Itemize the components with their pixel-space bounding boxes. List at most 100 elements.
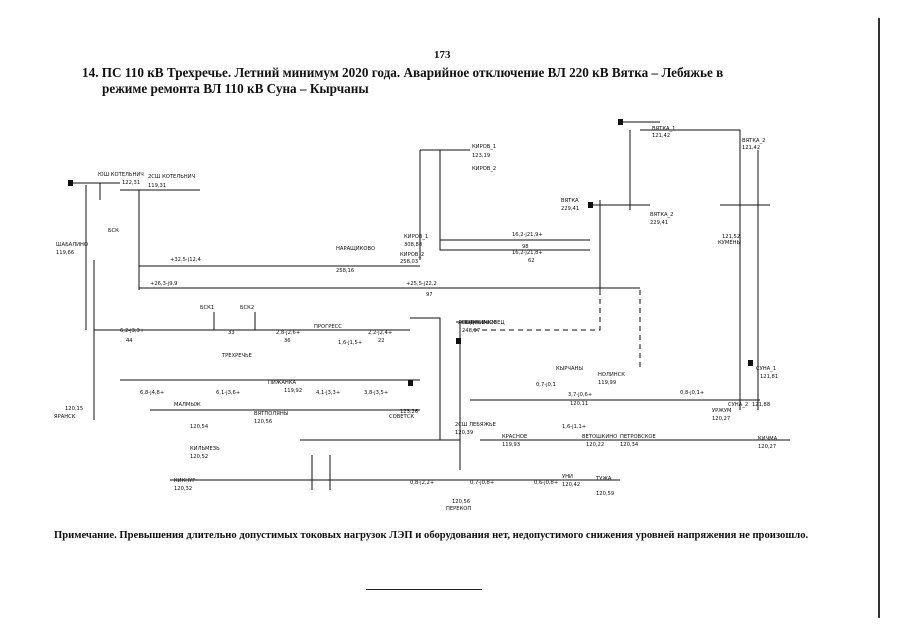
label-flow-12: 6,8-j4,8+: [140, 390, 164, 396]
label-podosinovets: ПОДОСИНОВЕЦ: [462, 320, 504, 326]
label-petrovskoe: ПЕТРОВСКОЕ: [620, 434, 656, 440]
label-flow-17: 1,6-j1,1+: [562, 424, 586, 430]
label-kumeny: КУМЕНЫ: [718, 240, 741, 246]
line-top-right: [640, 129, 741, 410]
label-suna2: СУНА_2: [728, 402, 748, 408]
label-shabalino: ШАБАЛИНО: [56, 242, 88, 248]
label-kirov2: КИРОВ_2: [472, 166, 496, 172]
label-perekop: ПЕРЕКОП: [446, 506, 471, 512]
label-flow-16: 0,8-j0,1+: [680, 390, 704, 396]
bsk-stem-2: [311, 455, 331, 490]
label-vyatka2: ВЯТКА_2: [742, 138, 765, 144]
label-flow-14: 4,1-j3,3+: [316, 390, 340, 396]
label-trehreche: ТРЕХРЕЧЬЕ: [221, 353, 252, 359]
footer-rule: [366, 589, 482, 590]
label-flow-8: +32,5-j12,4: [170, 257, 201, 263]
label-vetoshkino: ВЕТОШКИНО: [582, 434, 617, 440]
bsk-stem-1: [213, 312, 256, 330]
label-line-62: 62: [528, 258, 535, 264]
label-vyatpol-v: 120,56: [254, 419, 272, 425]
label-bsk1: БСК1: [200, 305, 214, 311]
label-flow-1: 6,2-j3,3+: [120, 328, 144, 334]
label-narashka: НАРАЩИКОВО: [336, 246, 375, 252]
label-nolinsk: НОЛИНСК: [598, 372, 625, 378]
label-flow-13: 6,1-j3,6+: [216, 390, 240, 396]
label-bsk: БСК: [108, 228, 119, 234]
label-flow-15: 3,8-j3,5+: [364, 390, 388, 396]
label-lebyazhye-v: 248,97: [462, 328, 480, 334]
label-flow-3: 2,2-j2,4+: [368, 330, 392, 336]
line-kirov-right: [439, 150, 590, 251]
page-number: 173: [434, 49, 451, 61]
label-progress: ПРОГРЕСС: [314, 324, 342, 330]
label-flow-5: 16,2-j21,8+: [512, 250, 543, 256]
label-kotelnich-v: 122,31: [122, 180, 140, 186]
label-vyatka1-v: 121,42: [652, 133, 670, 139]
label-kirov1-v: 123,19: [472, 153, 490, 159]
footnote: Примечание. Превышения длительно допусти…: [54, 530, 809, 541]
label-sovetsk: СОВЕТСК: [389, 414, 414, 420]
label-uni-v: 120,42: [562, 482, 580, 488]
outage-line-220: [470, 290, 601, 331]
label-kirov-b: КИРОВ_2: [400, 252, 424, 258]
title-line-2: режиме ремонта ВЛ 110 кВ Суна – Кырчаны: [102, 81, 369, 96]
label-krasn-v: 119,93: [502, 442, 520, 448]
label-kirov-v: 308,88: [404, 242, 422, 248]
label-flow-20: 0,6-j0,8+: [534, 480, 558, 486]
label-lebyazh110-v: 120,39: [455, 430, 473, 436]
label-line-33: 33: [228, 330, 235, 336]
label-kirov: КИРОВ_1: [404, 234, 428, 240]
label-krasn: КРАСНОЕ: [502, 434, 527, 440]
label-vyatka1: ВЯТКА_1: [652, 126, 675, 132]
label-vyatka3: ВЯТКА_2: [650, 212, 673, 218]
label-kiknur: КИКНУР: [174, 478, 195, 484]
label-nolinsk-v: 119,99: [598, 380, 616, 386]
label-flow-11: 1,6-j1,5+: [338, 340, 362, 346]
label-kilmez: КИЛЬМЕЗЬ: [190, 446, 220, 452]
label-vyatka: ВЯТКА: [561, 198, 579, 204]
label-urzhum-v: 120,27: [712, 416, 730, 422]
label-lebyazh110: 2СШ ЛЕБЯЖЬЕ: [455, 422, 496, 428]
label-petrovskoe-v: 120,34: [620, 442, 639, 448]
label-pizhanka: ПИЖАНКА: [268, 380, 297, 386]
label-bsk2: БСК2: [240, 305, 254, 311]
label-malmyzh: МАЛМЫЖ: [174, 402, 201, 408]
label-kotelnich-2: 2СШ КОТЕЛЬНИЧ: [148, 174, 196, 180]
label-suna-v: 121,81: [760, 374, 778, 380]
label-kiknur-v: 120,32: [174, 486, 192, 492]
label-pizhanka-v: 119,92: [284, 388, 302, 394]
bus-kotelnich: [70, 182, 120, 200]
label-kumeny-v: 121,52: [722, 234, 740, 240]
label-kichma-v: 120,27: [758, 444, 776, 450]
label-shabalino-v: 119,66: [56, 250, 74, 256]
label-vyatka2-v: 121,42: [742, 145, 760, 151]
label-kichma: КИЧМА: [758, 436, 778, 442]
label-tuzha-v: 120,59: [596, 491, 614, 497]
label-urzhum: УРЖУМ: [712, 408, 732, 414]
label-suna2-v: 121,88: [752, 402, 770, 408]
label-vetoshkino-v: 120,22: [586, 442, 604, 448]
label-line-44: 44: [126, 338, 133, 344]
label-kotelnich: ЮШ КОТЕЛЬНИЧ: [98, 172, 144, 178]
label-narashka-v: 258,16: [336, 268, 354, 274]
label-line-36: 36: [284, 338, 291, 344]
label-malmyzh-v: 120,54: [190, 424, 209, 430]
label-flow-19: 0,7-j0,8+: [470, 480, 494, 486]
label-suna: СУНА_1: [756, 366, 776, 372]
label-lebyazhye: ЛЕБЯЖЬЕ-220: [458, 320, 497, 326]
label-tuzha: ТУЖА: [595, 476, 612, 482]
label-line-97: 97: [426, 292, 433, 298]
label-perekop-v: 120,56: [452, 499, 470, 505]
label-uni: УНИ: [562, 474, 573, 480]
label-kotelnich-2-v: 119,31: [148, 183, 166, 189]
label-kyrchany: КЫРЧАНЫ: [556, 366, 583, 372]
label-flow-9: 3,7-j0,6+: [568, 392, 592, 398]
label-kirov1: КИРОВ_1: [472, 144, 496, 150]
label-vyatpol: ВЯТПОЛЯНЫ: [254, 411, 289, 417]
label-kyrchany-v: 120,11: [570, 401, 588, 407]
bus-sovetsk: [410, 317, 441, 440]
label-flow-10: 0,7-j0,1: [536, 382, 556, 388]
label-line-22: 22: [378, 338, 385, 344]
title-line-1: 14. ПС 110 кВ Трехречье. Летний минимум …: [82, 65, 724, 80]
